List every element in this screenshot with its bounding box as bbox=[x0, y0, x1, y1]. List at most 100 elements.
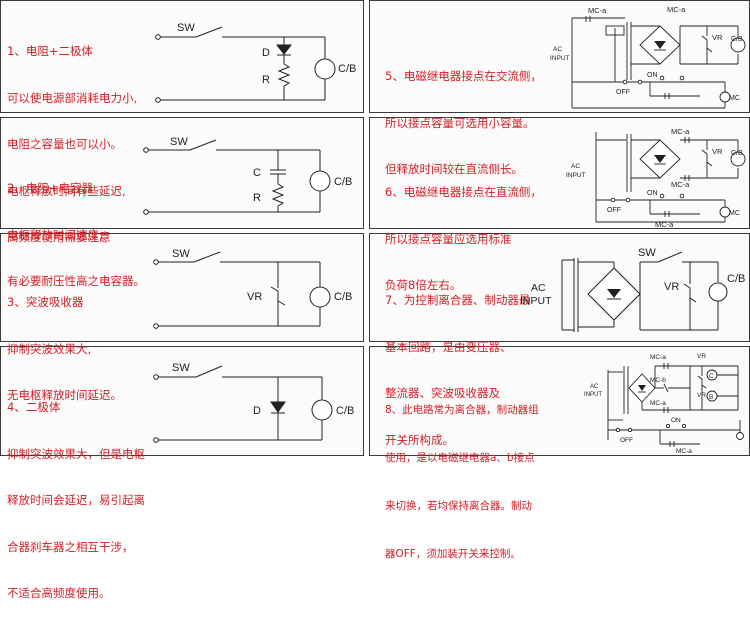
label-off: OFF bbox=[607, 207, 621, 214]
diode-icon bbox=[275, 44, 293, 55]
text-line: 整流器、突波吸收器及 bbox=[385, 386, 500, 400]
text-line: 3、突波吸收器 bbox=[7, 295, 84, 309]
circuit-4: SW D C/B bbox=[153, 362, 354, 443]
label-ac: AC bbox=[590, 384, 599, 390]
panel-3 bbox=[0, 233, 364, 342]
label-input: INPUT bbox=[550, 55, 570, 62]
panel-4 bbox=[0, 346, 364, 456]
label-vr: VR bbox=[697, 392, 706, 399]
panel-6-text: 6、电磁继电器接点在直流侧， 所以接点容量应选用标准 负荷8倍左右。 bbox=[385, 154, 542, 309]
diode-icon bbox=[270, 401, 286, 413]
label-sw: SW bbox=[638, 247, 656, 259]
text-line: 抑制突波效果大, bbox=[7, 341, 92, 356]
label-c: C bbox=[253, 167, 261, 179]
text-line: 无电枢释放时间延迟。 bbox=[7, 388, 122, 402]
panel-1-text: 1、电阻+二极体 可以使电源部消耗电力小, 电阻之容量也可以小。 电枢释放时间有… bbox=[7, 13, 137, 261]
label-c: C bbox=[709, 373, 714, 380]
text-line: 开关所构成。 bbox=[385, 432, 454, 447]
coil-icon bbox=[708, 282, 728, 302]
text-line: 1、电阻+二极体 bbox=[7, 44, 93, 58]
label-cb: C/B bbox=[334, 176, 352, 188]
label-off: OFF bbox=[616, 89, 630, 96]
text-line: 可以使电源部消耗电力小, bbox=[7, 90, 138, 105]
label-ac: AC bbox=[553, 46, 562, 53]
label-mca: MC-a bbox=[671, 180, 690, 189]
panel-1 bbox=[0, 0, 364, 113]
circuit-6: MC-a MC-a MC-a VR C/B AC INPUT OFF ON MC bbox=[566, 127, 746, 229]
label-cb: C/B bbox=[731, 36, 743, 43]
label-mca: MC-a bbox=[650, 354, 666, 361]
label-b: B bbox=[709, 394, 713, 401]
label-ac: AC bbox=[571, 163, 580, 170]
panel-7 bbox=[369, 233, 750, 342]
label-mca: MC-a bbox=[588, 6, 607, 15]
text-line: 电枢释放时间速度, bbox=[7, 227, 103, 242]
label-cb: C/B bbox=[334, 291, 352, 303]
text-line: 电枢释放时间有些延迟, bbox=[7, 183, 126, 198]
text-line: 负荷8倍左右。 bbox=[385, 278, 462, 292]
label-on: ON bbox=[647, 72, 658, 79]
label-mca: MC-a bbox=[671, 127, 690, 136]
label-sw: SW bbox=[172, 362, 190, 374]
circuit-diagrams: SW D R C/B SW C R C/B bbox=[143, 5, 746, 455]
text-line: 所以接点容量可选用小容量。 bbox=[385, 115, 535, 130]
coil-icon bbox=[309, 170, 331, 192]
label-off: OFF bbox=[620, 437, 633, 444]
label-mc: MC bbox=[729, 210, 740, 217]
circuit-7: SW VR C/B AC INPUT bbox=[520, 247, 745, 332]
panel-6 bbox=[369, 117, 750, 229]
label-mca: MC-a bbox=[667, 5, 686, 14]
label-cb: C/B bbox=[338, 63, 356, 75]
panel-2 bbox=[0, 117, 364, 229]
text-line: 器OFF，须加装开关来控制。 bbox=[385, 548, 521, 560]
label-mca: MC-a bbox=[655, 220, 674, 229]
circuit-8: MC-a MC-b MC-a VR VR C B AC INPUT OFF ON… bbox=[584, 353, 744, 455]
text-line: 所以接点容量应选用标准 bbox=[385, 231, 512, 246]
circuit-5: MC-a MC-a VR C/B AC INPUT OFF ON MC bbox=[550, 5, 746, 109]
label-ac: AC bbox=[531, 282, 546, 294]
label-vr: VR bbox=[664, 281, 679, 293]
label-cb: C/B bbox=[731, 150, 743, 157]
varistor-icon bbox=[270, 286, 286, 306]
label-input: INPUT bbox=[584, 392, 602, 398]
text-line: 高频度使用需要注意 bbox=[7, 230, 111, 244]
panel-5 bbox=[369, 0, 750, 113]
label-mcb: MC-b bbox=[650, 377, 666, 384]
text-line: 但释放时间较在直流侧长。 bbox=[385, 162, 523, 176]
label-sw: SW bbox=[170, 136, 188, 148]
text-line: 4、二极体 bbox=[7, 400, 61, 414]
label-mc: MC bbox=[729, 95, 740, 102]
text-line: 6、电磁继电器接点在直流侧， bbox=[385, 185, 542, 199]
circuit-3: SW VR C/B bbox=[153, 248, 352, 329]
switch-blade bbox=[195, 26, 223, 38]
text-line: 8、此电路常为离合器，制动器组 bbox=[385, 404, 539, 416]
text-line: 合器刹车器之相互干涉， bbox=[7, 539, 134, 554]
label-on: ON bbox=[647, 190, 658, 197]
label-d: D bbox=[253, 405, 261, 417]
label-d: D bbox=[262, 47, 270, 59]
text-line: 7、为控制离合器、制动器最 bbox=[385, 293, 531, 307]
label-r: R bbox=[253, 192, 261, 204]
text-line: 2、电阻+电容器 bbox=[7, 181, 93, 195]
label-input: INPUT bbox=[566, 172, 586, 179]
label-on: ON bbox=[671, 417, 681, 424]
label-cb: C/B bbox=[727, 273, 745, 285]
text-line: 基本回路，是由变压器、 bbox=[385, 339, 512, 354]
label-vr: VR bbox=[697, 353, 706, 360]
text-line: 有必要耐压性高之电容器。 bbox=[7, 274, 145, 288]
coil-icon bbox=[311, 399, 333, 421]
panel-7-text: 7、为控制离合器、制动器最 基本回路，是由变压器、 整流器、突波吸收器及 开关所… bbox=[385, 262, 530, 464]
text-line: 不适合高频度使用。 bbox=[7, 586, 111, 600]
text-line: 释放时间会延迟，易引起离 bbox=[7, 493, 145, 507]
panel-5-text: 5、电磁继电器接点在交流侧， 所以接点容量可选用小容量。 但释放时间较在直流侧长… bbox=[385, 38, 542, 193]
coil-icon bbox=[309, 286, 331, 308]
label-input: INPUT bbox=[520, 295, 552, 307]
label-cb: C/B bbox=[336, 405, 354, 417]
coil-icon bbox=[314, 58, 336, 80]
label-mca: MC-a bbox=[650, 400, 666, 407]
circuit-2: SW C R C/B bbox=[143, 136, 352, 215]
text-line: 来切换，若均保持离合器。制动 bbox=[385, 500, 532, 512]
label-vr: VR bbox=[712, 33, 723, 42]
text-line: 电阻之容量也可以小。 bbox=[7, 137, 122, 151]
text-line: 5、电磁继电器接点在交流侧， bbox=[385, 69, 542, 83]
